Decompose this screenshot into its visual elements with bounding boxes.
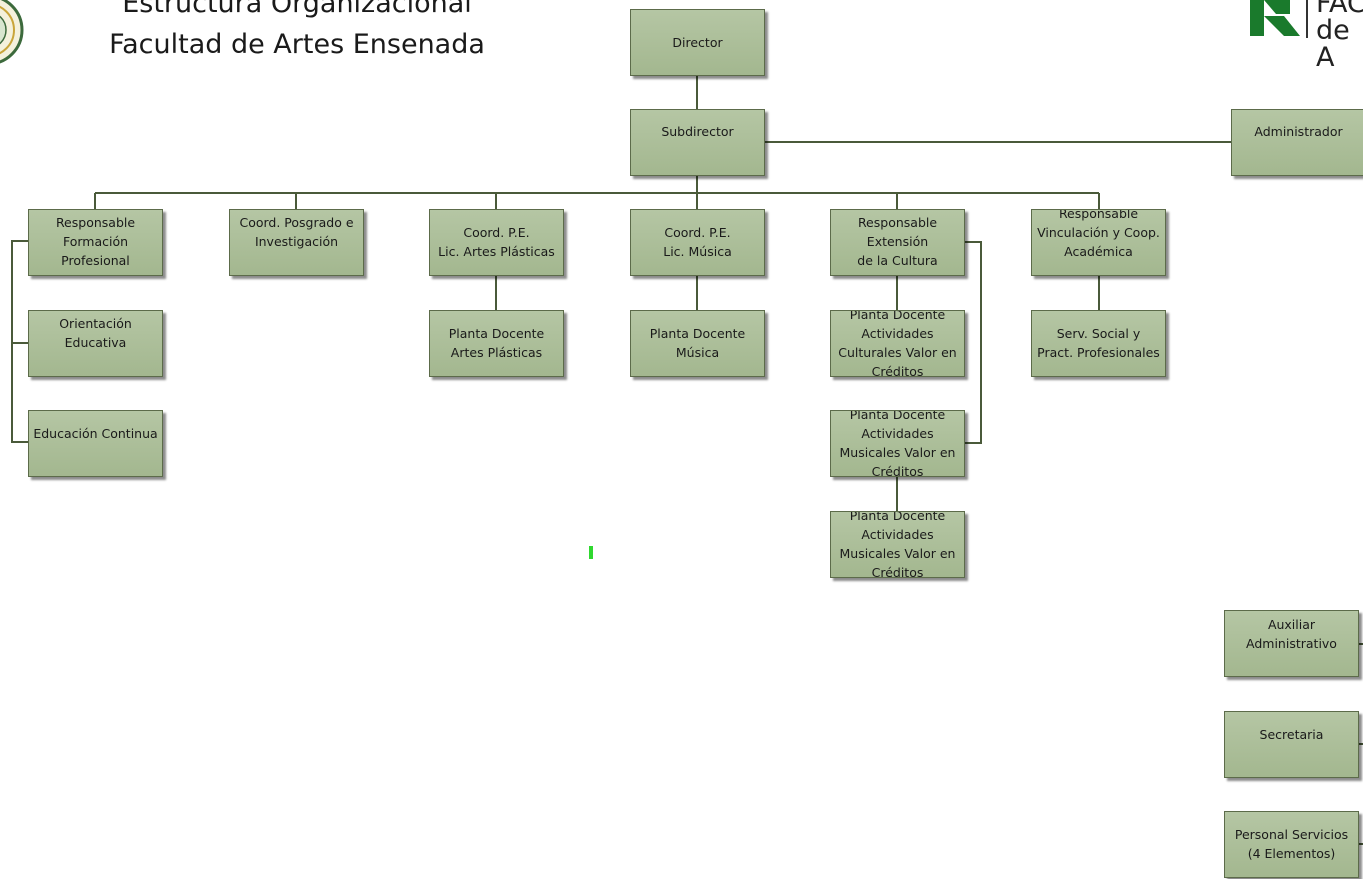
box-planta-culturales: Planta Docente Actividades Culturales Va… <box>830 310 965 377</box>
box-label: Responsable Vinculación y Coop. Académic… <box>1037 209 1160 259</box>
box-vinculacion: Responsable Vinculación y Coop. Académic… <box>1031 209 1166 276</box>
box-label: Coord. Posgrado e Investigación <box>239 215 354 249</box>
box-label: Planta Docente Actividades Musicales Val… <box>839 511 956 578</box>
box-formacion-profesional: Responsable Formación Profesional <box>28 209 163 276</box>
university-seal-logo <box>0 0 24 82</box>
box-label: Responsable Extensión de la Cultura <box>857 215 938 268</box>
box-label: Orientación Educativa <box>59 316 132 350</box>
box-label: Responsable Formación Profesional <box>55 215 136 268</box>
box-label: Serv. Social y Pract. Profesionales <box>1037 326 1160 360</box>
box-label: Coord. P.E. Lic. Artes Plásticas <box>438 225 555 259</box>
box-administrador: Administrador <box>1231 109 1363 176</box>
box-extension-cultura: Responsable Extensión de la Cultura <box>830 209 965 276</box>
box-subdirector: Subdirector <box>630 109 765 176</box>
box-orientacion-educativa: Orientación Educativa <box>28 310 163 377</box>
page-title-line-1: Estructura Organizacional <box>122 0 472 19</box>
box-planta-artes-plasticas: Planta Docente Artes Plásticas <box>429 310 564 377</box>
box-servicio-social: Serv. Social y Pract. Profesionales <box>1031 310 1166 377</box>
box-artes-plasticas: Coord. P.E. Lic. Artes Plásticas <box>429 209 564 276</box>
box-educacion-continua: Educación Continua <box>28 410 163 477</box>
box-label: Planta Docente Música <box>649 326 746 360</box>
box-label: Subdirector <box>661 124 734 139</box>
box-label: Planta Docente Actividades Musicales Val… <box>839 410 956 477</box>
box-posgrado: Coord. Posgrado e Investigación <box>229 209 364 276</box>
box-label: Director <box>672 35 723 50</box>
box-planta-musicales-1: Planta Docente Actividades Musicales Val… <box>830 410 965 477</box>
box-label: Planta Docente Actividades Culturales Va… <box>838 310 957 377</box>
box-label: Personal Servicios (4 Elementos) <box>1234 827 1349 861</box>
box-label: Planta Docente Artes Plásticas <box>448 326 545 360</box>
box-label: Educación Continua <box>33 426 158 441</box>
faculty-logo-text: FAC de A <box>1316 0 1363 73</box>
faculty-logo <box>1250 0 1312 46</box>
box-personal-servicios: Personal Servicios (4 Elementos) <box>1224 811 1359 878</box>
box-planta-musica: Planta Docente Música <box>630 310 765 377</box>
box-label: Coord. P.E. Lic. Música <box>663 225 732 259</box>
box-secretaria: Secretaria <box>1224 711 1359 778</box>
box-director: Director <box>630 9 765 76</box>
box-planta-musicales-2: Planta Docente Actividades Musicales Val… <box>830 511 965 578</box>
box-musica: Coord. P.E. Lic. Música <box>630 209 765 276</box>
box-auxiliar-administrativo: Auxiliar Administrativo <box>1224 610 1359 677</box>
page-title-line-2: Facultad de Artes Ensenada <box>109 29 485 60</box>
box-label: Auxiliar Administrativo <box>1246 617 1337 651</box>
box-label: Secretaria <box>1259 727 1324 742</box>
box-label: Administrador <box>1254 124 1343 139</box>
text-cursor <box>589 546 593 559</box>
